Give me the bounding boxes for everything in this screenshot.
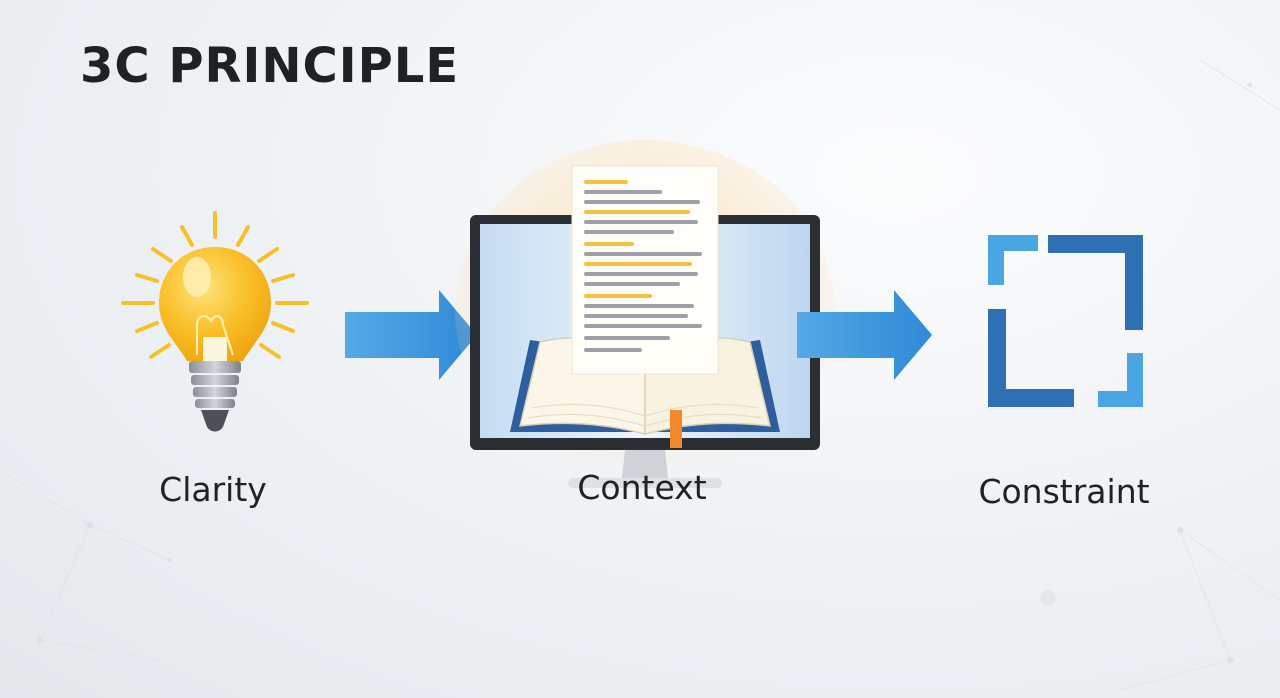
page-title: 3C PRINCIPLE — [80, 38, 460, 94]
monitor-book-icon — [455, 140, 835, 488]
context-label: Context — [577, 468, 707, 507]
context-step — [455, 140, 835, 505]
clarity-step — [115, 205, 315, 435]
lightbulb-icon — [121, 211, 309, 432]
arrow-right-icon — [345, 290, 477, 380]
clarity-label: Clarity — [159, 470, 267, 509]
constraint-label: Constraint — [978, 472, 1150, 511]
bracket-frame-icon — [988, 235, 1143, 407]
arrow-right-icon — [797, 290, 932, 380]
constraint-step — [988, 235, 1143, 407]
